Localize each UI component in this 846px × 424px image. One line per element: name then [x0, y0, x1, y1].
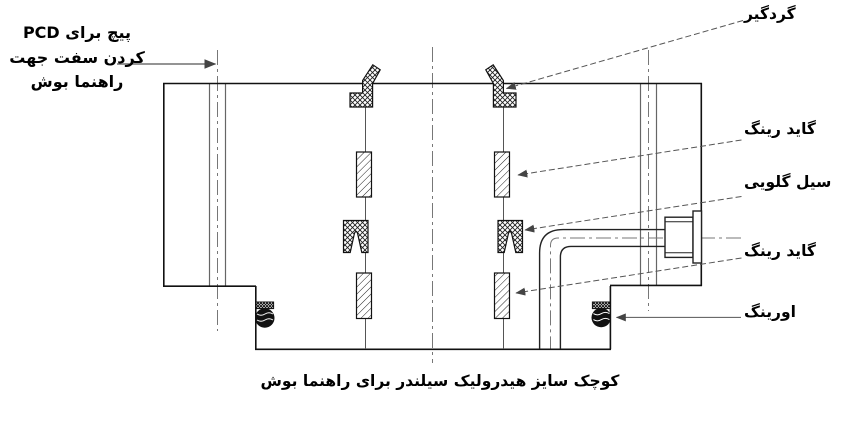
pcd-annotation-line1: PCD برای‎ پیچ [22, 23, 132, 42]
label-guide-ring-lower: گاید‎ رینگ [744, 242, 816, 260]
o-ring-left [255, 301, 275, 328]
guide-ring-upper-left [355, 151, 373, 198]
leader-guide-ring-upper [517, 139, 742, 178]
leader-guide-ring-lower [515, 257, 742, 296]
leader-rod-seal [524, 196, 742, 233]
label-wiper: گردگیر [744, 5, 796, 23]
body-outline [163, 82, 703, 351]
guide-ring-upper-right [493, 151, 511, 198]
pcd-annotation-line3: بوش‎ راهنما [30, 72, 124, 91]
tube-fitting [664, 210, 703, 264]
bent-tube [538, 228, 665, 349]
centerlines [217, 47, 741, 363]
guide-ring-lower-right [493, 272, 511, 320]
label-rod-seal: سیل‎ گلویی [744, 173, 832, 191]
centerline-tube [550, 237, 741, 349]
leader-lines [117, 20, 744, 322]
label-guide-ring-upper: گاید‎ رینگ [744, 120, 816, 138]
bolt-hole-right [639, 83, 658, 286]
seal-stems [365, 107, 504, 349]
fitting-flange [692, 210, 703, 264]
label-oring: اورینگ [744, 303, 796, 321]
rod-seal-right [497, 219, 524, 254]
drawing-caption: بوش‎ راهنما‎ برای‎ سیلندر‎ هیدرولیک‎ سای… [260, 372, 620, 390]
rod-seal-left [342, 219, 369, 254]
guide-ring-lower-left [355, 272, 373, 320]
wiper-seal-right [485, 63, 517, 108]
bolt-hole-left [208, 83, 227, 287]
pcd-annotation-line2: جهت‎ سفت‎ کردن [9, 47, 145, 67]
leader-wiper [505, 20, 744, 90]
wiper-seal-left [349, 63, 381, 108]
o-ring-right [591, 301, 611, 328]
pcd-annotation: PCD برای‎ پیچ جهت‎ سفت‎ کردن بوش‎ راهنما [6, 21, 148, 95]
